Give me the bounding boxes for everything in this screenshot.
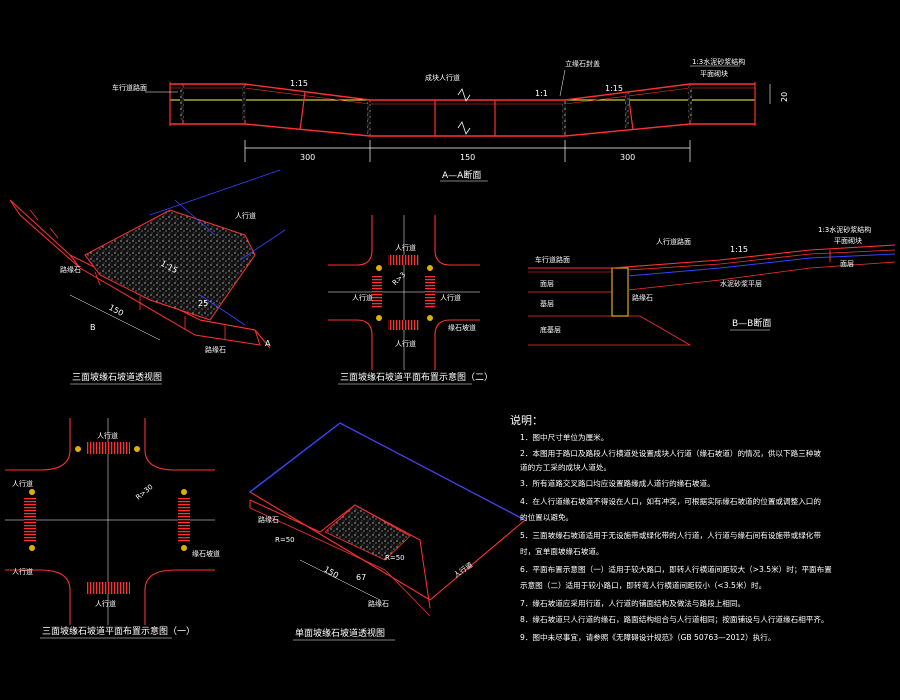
note-4b: 的位置以避免。 — [520, 512, 573, 522]
note-3: 3．所有道路交叉路口均应设置路缘成人道行的缘石坡道。 — [520, 478, 715, 488]
a-slope-right: 1:15 — [605, 84, 623, 93]
a-section-top-profile — [170, 83, 755, 101]
single-label-r1: R=50 — [275, 536, 295, 544]
b-label-carriage: 车行道路面 — [535, 255, 570, 264]
plan1-sidewalk-bottom: 人行道 — [95, 599, 116, 608]
ramp3d-label-edge: 路缘石 — [205, 345, 226, 354]
b-label-curbstone: 路缘石 — [632, 293, 653, 302]
plan1-radius: R>30 — [134, 483, 154, 502]
a-section-title: A—A断面 — [442, 169, 481, 181]
a-a-section: 20 300 150 300 车行道路面 1:15 成块人行道 立缘石封盖 1:… — [112, 57, 789, 182]
note-4: 4．在人行道缘石坡道不得设在人口，如有冲突，可根据实际缘石坡道的位置或调整入口的 — [520, 496, 821, 506]
plan2-sidewalk-bottom: 人行道 — [395, 339, 416, 348]
single-label-curb2: 路缘石 — [368, 599, 389, 608]
note-2: 2．本图用于路口及路段人行横道处设置成块人行道（缘石坡道）的情况，供以下路三种坡 — [520, 448, 821, 458]
a-section-bottom-profile — [170, 123, 755, 137]
a-label-flat: 平面砌块 — [700, 69, 728, 78]
note-8: 8．缘石坡道只人行道的缘石，路面结构组合与人行道相同；按面铺设与人行道缘石相平齐… — [520, 614, 829, 624]
ramp3d-label-a: A — [265, 339, 271, 348]
ramp3d-title: 三面坡缘石坡道透视图 — [72, 371, 162, 383]
a-section-height: 20 — [780, 92, 789, 102]
plan1-label-curb: 缘石坡道 — [192, 549, 220, 558]
ramp3d-dim-25: 25 — [198, 299, 208, 308]
note-5: 5．三面坡缘石坡道适用于无设施带或绿化带的人行道，人行道与缘石间有设施带或绿化带 — [520, 530, 821, 540]
a-dim-mid: 150 — [460, 153, 475, 162]
a-label-curb: 立缘石封盖 — [565, 59, 600, 68]
note-1: 1．图中尺寸单位为厘米。 — [520, 432, 608, 442]
ramp3d-label-sidewalk: 人行道 — [235, 211, 256, 220]
b-b-section: 车行道路面 面层 基层 底基层 路缘石 人行道路面 1:15 1:3水泥砂浆结构… — [528, 225, 896, 346]
note-2b: 道的方工采的成块人道处。 — [520, 462, 611, 472]
three-sided-ramp-perspective: 人行道 路缘石 路缘石 A 150 1:15 25 B 三面坡缘石坡道透视图 — [9, 169, 286, 385]
a-slope-left: 1:15 — [290, 79, 308, 88]
break-symbol-icon — [457, 88, 471, 135]
notes-heading: 说明： — [510, 413, 543, 427]
a-section-inner-profile — [170, 87, 755, 105]
plan1-sidewalk-left2: 人行道 — [12, 567, 33, 576]
a-dim-right: 300 — [620, 153, 635, 162]
ramp3d-dim-b: B — [90, 323, 96, 332]
plan2-label-curb: 缘石坡道 — [448, 323, 476, 332]
a-dim-left: 300 — [300, 153, 315, 162]
single-label-sidewalk: 人行道 — [452, 560, 474, 579]
plan-layout-one: 人行道 人行道 人行道 人行道 R>30 缘石坡道 三面坡缘石坡道平面布置示意图… — [5, 418, 220, 639]
note-9: 9．图中未尽事宜，请参照《无障碍设计规范》（GB 50763—2012）执行。 — [520, 632, 775, 642]
b-label-base: 基层 — [540, 299, 554, 308]
note-7: 7．缘石坡道应采用行道，人行道的铺面结构及做法与路段上相同。 — [520, 598, 745, 608]
b-label-slab: 水泥砂浆平层 — [720, 279, 762, 288]
single-label-curb: 路缘石 — [258, 515, 279, 524]
a-label-left: 车行道路面 — [112, 83, 147, 92]
plan2-sidewalk-left: 人行道 — [352, 293, 373, 302]
plan1-sidewalk-left: 人行道 — [12, 479, 33, 488]
note-6b: 示意图（二）适用于较小路口，即转弯人行横道间距较小（<3.5米）时。 — [520, 580, 766, 590]
b-section-title: B—B断面 — [732, 317, 771, 329]
single-dim-small: 67 — [356, 573, 366, 582]
b-label-top: 面层 — [840, 260, 854, 268]
a-label-mortar: 1:3水泥砂浆结构 — [692, 57, 745, 66]
notes-block: 说明： 1．图中尺寸单位为厘米。 2．本图用于路口及路段人行横道处设置成块人行道… — [510, 413, 832, 642]
b-label-surface: 面层 — [540, 280, 554, 288]
single-sided-ramp-perspective: R=50 R=50 路缘石 路缘石 150 67 人行道 单面坡缘石坡道透视图 — [249, 422, 526, 641]
ramp3d-dim-150: 150 — [107, 303, 125, 318]
plan2-sidewalk-top: 人行道 — [395, 243, 416, 252]
single-label-r2: R=50 — [385, 554, 405, 562]
plan1-title: 三面坡缘石坡道平面布置示意图（一） — [42, 625, 195, 637]
single-ramp-title: 单面坡缘石坡道透视图 — [295, 627, 385, 639]
a-small-ratio: 1:1 — [535, 89, 548, 98]
note-6: 6．平面布置示意图（一）适用于较大路口，即转人行横道间距较大（>3.5米）时；平… — [520, 564, 832, 574]
b-label-subbase: 底基层 — [540, 325, 561, 334]
plan-layout-two: 人行道 人行道 人行道 人行道 R>3 缘石坡道 三面坡缘石坡道平面布置示意图（… — [328, 215, 493, 385]
b-label-sidewalk: 人行道路面 — [656, 237, 691, 246]
plan2-title: 三面坡缘石坡道平面布置示意图（二） — [340, 371, 493, 383]
b-slope: 1:15 — [730, 245, 748, 254]
a-label-mid: 成块人行道 — [425, 73, 460, 82]
plan2-radius: R>3 — [391, 271, 407, 287]
note-5b: 时，宜单面坡缘石坡道。 — [520, 546, 604, 556]
b-label-flat: 平面砌块 — [834, 236, 862, 245]
ramp3d-label-curb: 路缘石 — [60, 265, 81, 274]
plan2-sidewalk-right: 人行道 — [440, 293, 461, 302]
plan1-sidewalk-top: 人行道 — [97, 431, 118, 440]
b-label-mortar: 1:3水泥砂浆结构 — [818, 225, 871, 234]
